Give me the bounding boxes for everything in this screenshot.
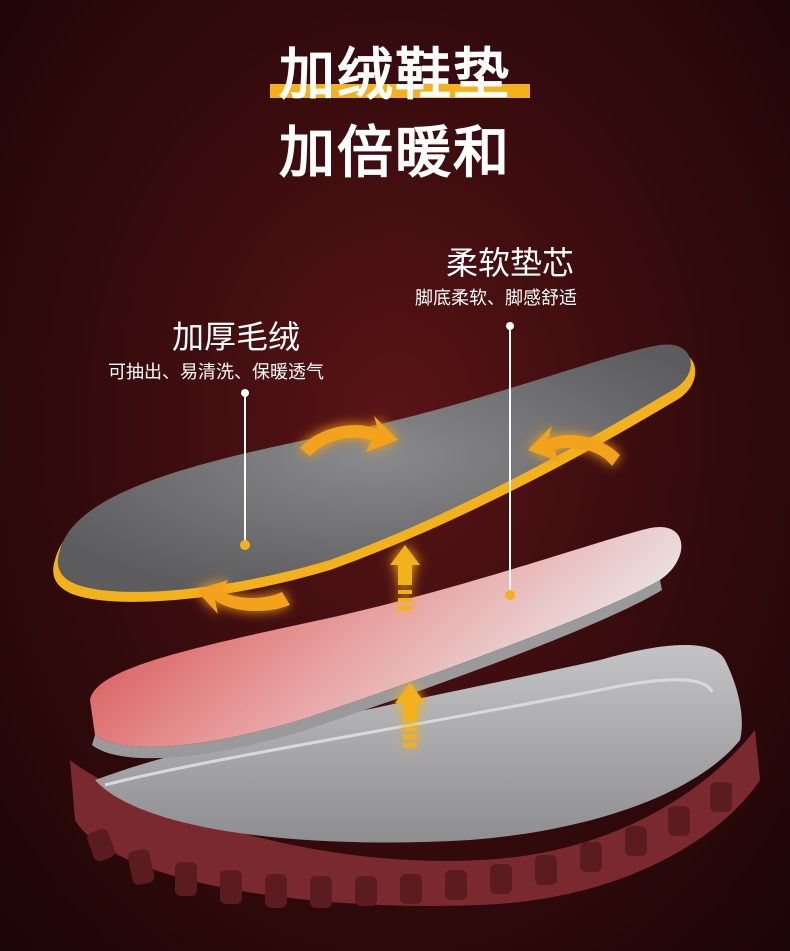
outsole-layer (70, 730, 760, 908)
warm-arrow-left-icon (300, 416, 398, 456)
warm-arrow-bottom-icon (196, 580, 290, 614)
fleece-insole-layer (53, 344, 696, 602)
fleece-callout-title: 加厚毛绒 (172, 318, 301, 356)
core-callout-title: 柔软垫芯 (446, 244, 575, 282)
headline-line1: 加绒鞋垫 (279, 43, 511, 108)
fleece-callout-subtitle: 可抽出、易清洗、保暖透气 (108, 362, 324, 383)
midsole-layer (95, 645, 742, 843)
headline-underline (270, 84, 530, 98)
fleece-pointer (240, 389, 250, 550)
headline-secondary: 加倍暖和 (279, 121, 511, 186)
headline-primary: 加绒鞋垫 (0, 30, 790, 111)
core-layer (90, 526, 682, 759)
up-arrow-icon (390, 545, 420, 610)
up-arrow-icon (395, 683, 425, 747)
warm-arrow-right-icon (528, 426, 620, 466)
core-pointer (505, 322, 515, 600)
core-callout-subtitle: 脚底柔软、脚感舒适 (415, 288, 577, 309)
